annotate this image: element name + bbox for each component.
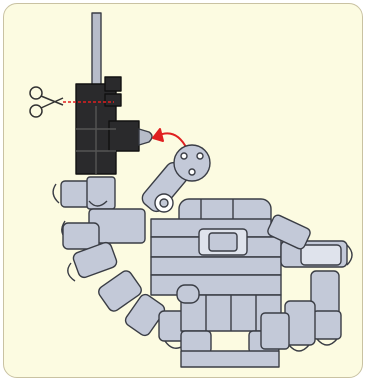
dark-assembly-stud <box>139 129 152 145</box>
scissors-icon <box>30 87 63 117</box>
instruction-panel <box>3 3 363 378</box>
rotate-arrow-icon <box>153 129 187 149</box>
dark-assembly <box>76 77 139 174</box>
build-illustration <box>4 4 363 378</box>
